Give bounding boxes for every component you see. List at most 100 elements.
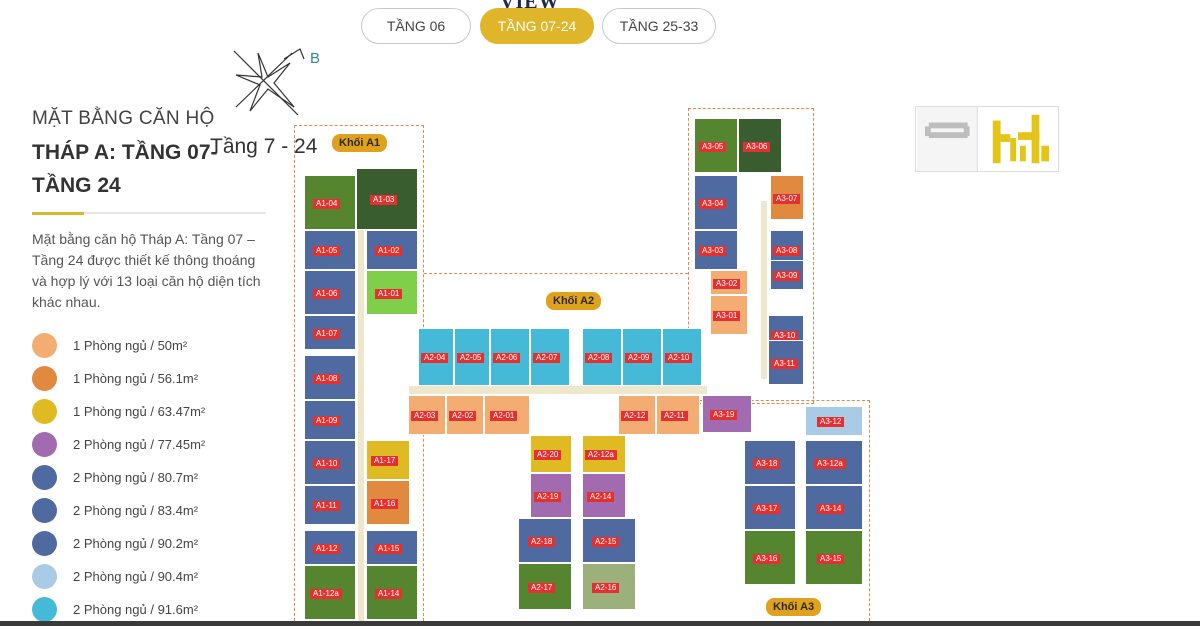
unit-label: A1-10	[313, 458, 341, 469]
legend-label: 2 Phòng ngủ / 80.7m²	[73, 470, 199, 485]
unit-label: A3-17	[753, 503, 781, 514]
apartment-unit[interactable]: A1-11	[304, 485, 356, 525]
legend-item: 2 Phòng ngủ / 83.4m²	[32, 498, 266, 531]
corridor	[760, 200, 768, 380]
unit-label: A2-03	[411, 411, 439, 421]
apartment-unit[interactable]: A3-07	[770, 175, 804, 220]
apartment-unit[interactable]: A3-12a	[805, 440, 863, 485]
unit-label: A2-04	[421, 353, 449, 363]
apartment-unit[interactable]: A1-07	[304, 315, 356, 350]
legend-item: 1 Phòng ngủ / 63.47m²	[32, 399, 266, 432]
apartment-unit[interactable]: A2-06	[490, 328, 530, 386]
apartment-unit[interactable]: A2-07	[530, 328, 570, 386]
apartment-unit[interactable]: A1-14	[366, 565, 418, 620]
apartment-unit[interactable]: A3-09	[770, 260, 804, 290]
unit-label: A3-19	[710, 410, 738, 420]
building-thumbnail[interactable]	[915, 106, 1059, 172]
tab-tang-07-24[interactable]: TẦNG 07-24	[480, 8, 594, 44]
legend-item: 2 Phòng ngủ / 80.7m²	[32, 465, 266, 498]
apartment-unit[interactable]: A1-05	[304, 230, 356, 270]
apartment-unit[interactable]: A2-10	[662, 328, 702, 386]
apartment-unit[interactable]: A2-17	[518, 563, 572, 610]
unit-label: A3-02	[713, 278, 741, 289]
apartment-unit[interactable]: A1-06	[304, 270, 356, 315]
unit-label: A2-18	[528, 536, 556, 547]
apartment-unit[interactable]: A3-02	[710, 270, 748, 295]
apartment-unit[interactable]: A2-08	[582, 328, 622, 386]
apartment-unit[interactable]: A2-11	[656, 395, 700, 435]
unit-label: A2-11	[661, 411, 688, 421]
unit-label: A2-20	[534, 450, 562, 460]
legend-color-dot	[32, 366, 57, 391]
apartment-unit[interactable]: A3-17	[744, 485, 796, 530]
apartment-unit[interactable]: A3-19	[702, 395, 752, 433]
apartment-unit[interactable]: A3-05	[694, 118, 738, 173]
apartment-unit[interactable]: A1-04	[304, 175, 356, 230]
block-label: Khối A1	[332, 134, 388, 152]
apartment-unit[interactable]: A3-01	[710, 295, 748, 335]
apartment-unit[interactable]: A3-14	[805, 485, 863, 530]
unit-label: A3-01	[713, 311, 741, 321]
apartment-unit[interactable]: A1-03	[356, 168, 418, 230]
apartment-unit[interactable]: A3-16	[744, 530, 796, 585]
apartment-unit[interactable]: A2-20	[530, 435, 572, 473]
unit-label: A3-08	[773, 246, 801, 256]
panel-title: THÁP A: TẦNG 07- TẦNG 24	[32, 136, 266, 202]
apartment-unit[interactable]: A3-11	[768, 340, 804, 385]
apartment-unit[interactable]: A1-10	[304, 440, 356, 485]
unit-label: A1-16	[371, 498, 399, 509]
apartment-unit[interactable]: A1-12a	[304, 565, 356, 620]
unit-label: A1-09	[313, 416, 341, 426]
apartment-unit[interactable]: A2-01	[484, 395, 530, 435]
apartment-unit[interactable]: A3-12	[805, 406, 863, 436]
apartment-unit[interactable]: A2-15	[582, 518, 636, 563]
apartment-unit[interactable]: A1-08	[304, 355, 356, 400]
apartment-unit[interactable]: A3-15	[805, 530, 863, 585]
legend-label: 1 Phòng ngủ / 63.47m²	[73, 404, 206, 419]
unit-label: A1-02	[375, 246, 403, 256]
apartment-unit[interactable]: A1-02	[366, 230, 418, 270]
unit-label: A2-01	[490, 411, 518, 421]
apartment-unit[interactable]: A1-12	[304, 530, 356, 565]
legend-color-dot	[32, 399, 57, 424]
apartment-unit[interactable]: A2-03	[408, 395, 446, 435]
unit-label: A3-12	[817, 417, 845, 427]
unit-label: A3-12a	[814, 458, 846, 469]
apartment-unit[interactable]: A2-02	[446, 395, 484, 435]
apartment-unit[interactable]: A3-03	[694, 230, 738, 270]
apartment-unit[interactable]: A1-15	[366, 530, 418, 565]
legend-label: 2 Phòng ngủ / 91.6m²	[73, 602, 199, 617]
apartment-unit[interactable]: A1-09	[304, 400, 356, 440]
legend-item: 2 Phòng ngủ / 90.4m²	[32, 564, 266, 597]
legend-item: 1 Phòng ngủ / 50m²	[32, 333, 266, 366]
apartment-unit[interactable]: A2-16	[582, 563, 636, 610]
apartment-unit[interactable]: A2-18	[518, 518, 572, 563]
apartment-unit[interactable]: A3-18	[744, 440, 796, 485]
legend-label: 2 Phòng ngủ / 90.2m²	[73, 536, 199, 551]
tab-tang-25-33[interactable]: TẦNG 25-33	[602, 8, 716, 44]
corridor	[357, 175, 365, 626]
apartment-unit[interactable]: A3-06	[738, 118, 782, 173]
unit-label: A1-12a	[310, 588, 342, 599]
unit-label: A1-01	[375, 288, 403, 299]
apartment-unit[interactable]: A2-12	[618, 395, 656, 435]
apartment-unit[interactable]: A2-05	[454, 328, 490, 386]
apartment-unit[interactable]: A1-16	[366, 480, 410, 525]
tab-tang-06[interactable]: TẦNG 06	[361, 8, 471, 44]
unit-label: A2-19	[534, 491, 562, 502]
unit-label: A3-14	[817, 503, 845, 514]
legend-color-dot	[32, 597, 57, 622]
apartment-unit[interactable]: A2-12a	[582, 435, 626, 473]
apartment-unit[interactable]: A2-04	[418, 328, 454, 386]
apartment-unit[interactable]: A3-04	[694, 175, 738, 230]
apartment-unit[interactable]: A2-14	[582, 473, 626, 518]
unit-label: A3-11	[771, 358, 798, 369]
apartment-unit[interactable]: A1-01	[366, 270, 418, 315]
unit-label: A2-12	[621, 411, 649, 421]
unit-label: A2-09	[625, 353, 653, 363]
unit-label: A2-14	[587, 491, 615, 502]
divider-accent	[32, 212, 84, 215]
apartment-unit[interactable]: A2-09	[622, 328, 662, 386]
apartment-unit[interactable]: A2-19	[530, 473, 572, 518]
apartment-unit[interactable]: A1-17	[366, 440, 410, 480]
